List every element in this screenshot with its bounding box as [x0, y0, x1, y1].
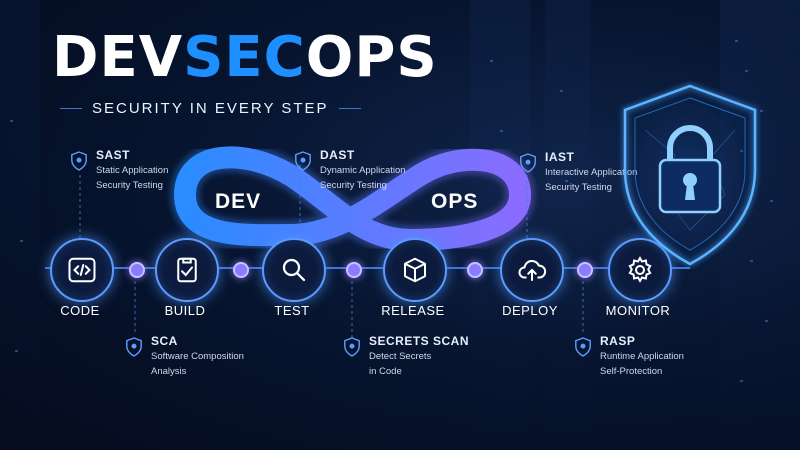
padlock-shield-icon	[622, 82, 758, 268]
code-icon	[68, 257, 96, 283]
pipeline-dot	[129, 262, 145, 278]
callout-iast: IAST Interactive Application Security Te…	[519, 150, 637, 194]
callout-dast: DAST Dynamic Application Security Testin…	[294, 148, 406, 192]
page-title: DEVSECOPS	[52, 25, 438, 90]
stage-label-monitor: MONITOR	[605, 303, 671, 318]
shield-icon	[575, 337, 591, 357]
stage-label-code: CODE	[60, 303, 100, 318]
stage-release[interactable]	[383, 238, 447, 302]
callout-desc: Security Testing	[545, 182, 612, 193]
callout-rasp: RASP Runtime Application Self-Protection	[574, 334, 684, 378]
subtitle-rule-right	[338, 108, 361, 109]
callout-desc: Self-Protection	[600, 366, 663, 377]
callout-sca: SCA Software Composition Analysis	[125, 334, 244, 378]
stage-test[interactable]	[262, 238, 326, 302]
package-icon	[404, 257, 426, 283]
pipeline-dot	[346, 262, 362, 278]
stage-label-deploy: DEPLOY	[502, 303, 558, 318]
callout-name: SAST	[96, 148, 131, 162]
stage-monitor[interactable]	[608, 238, 672, 302]
callout-secrets-scan: SECRETS SCAN Detect Secrets in Code	[343, 334, 469, 378]
shield-icon	[295, 151, 311, 171]
callout-name: RASP	[600, 334, 636, 348]
subtitle: SECURITY IN EVERY STEP	[92, 100, 329, 117]
subtitle-row: SECURITY IN EVERY STEP	[60, 100, 361, 117]
shield-icon	[126, 337, 142, 357]
callout-sast: SAST Static Application Security Testing	[70, 148, 168, 192]
callout-desc: Analysis	[151, 366, 187, 377]
stage-label-build: BUILD	[164, 303, 206, 318]
callout-desc: Security Testing	[320, 180, 387, 191]
callout-desc: Interactive Application	[545, 167, 638, 178]
callout-name: SCA	[151, 334, 178, 348]
callout-name: IAST	[545, 150, 575, 164]
stage-code[interactable]	[50, 238, 114, 302]
pipeline-dot	[233, 262, 249, 278]
callout-desc: in Code	[369, 366, 402, 377]
loop-label-ops: OPS	[431, 190, 479, 213]
subtitle-rule-left	[60, 108, 82, 109]
stage-label-release: RELEASE	[381, 303, 445, 318]
callout-name: DAST	[320, 148, 355, 162]
callout-desc: Static Application	[96, 165, 169, 176]
checklist-icon	[177, 257, 197, 283]
stage-deploy[interactable]	[500, 238, 564, 302]
loop-label-dev: DEV	[215, 190, 262, 213]
shield-icon	[71, 151, 87, 171]
shield-icon	[344, 337, 360, 357]
pipeline-dot	[467, 262, 483, 278]
stage-build[interactable]	[155, 238, 219, 302]
callout-desc: Dynamic Application	[320, 165, 406, 176]
callout-desc: Detect Secrets	[369, 351, 432, 362]
callout-desc: Software Composition	[151, 351, 244, 362]
magnifier-icon	[282, 258, 306, 282]
gear-icon	[628, 256, 652, 283]
callout-desc: Runtime Application	[600, 351, 684, 362]
callout-desc: Security Testing	[96, 180, 163, 191]
stage-label-test: TEST	[274, 303, 310, 318]
callout-name: SECRETS SCAN	[369, 334, 470, 348]
cloud-upload-icon	[518, 259, 547, 281]
pipeline-dot	[577, 262, 593, 278]
shield-icon	[520, 153, 536, 173]
